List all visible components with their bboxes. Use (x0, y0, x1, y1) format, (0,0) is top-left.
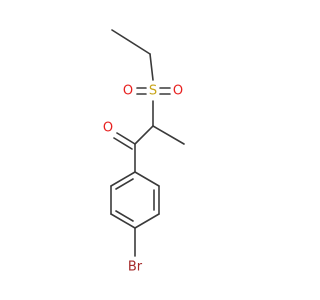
atom-label-sulfur: S (149, 84, 157, 99)
ring-bond-3 (134, 213, 160, 229)
bond-calpha-methyl (152, 125, 185, 145)
molecule-structure-diagram: S O O O Br (103, 29, 185, 275)
atom-label-oxygen-sulfonyl-right: O (173, 84, 183, 99)
ring-bond-4 (110, 213, 136, 229)
bond-c-o-carbonyl-b (113, 137, 133, 150)
atom-label-bromine: Br (128, 260, 143, 275)
bond-calpha-ccarbonyl (134, 125, 154, 145)
atom-label-oxygen-sulfonyl-left: O (123, 84, 133, 99)
atom-label-oxygen-carbonyl: O (103, 121, 113, 136)
bond-c-o-carbonyl-a (116, 132, 136, 145)
ring-bond-1 (134, 171, 160, 187)
ring-inner-double-2 (115, 210, 134, 222)
bond-ethyl-ch3-ch2 (111, 29, 151, 55)
ring-bond-6 (110, 171, 136, 187)
bond-ethyl-ch2-s (149, 53, 154, 81)
ring-inner-double-3 (115, 178, 134, 190)
